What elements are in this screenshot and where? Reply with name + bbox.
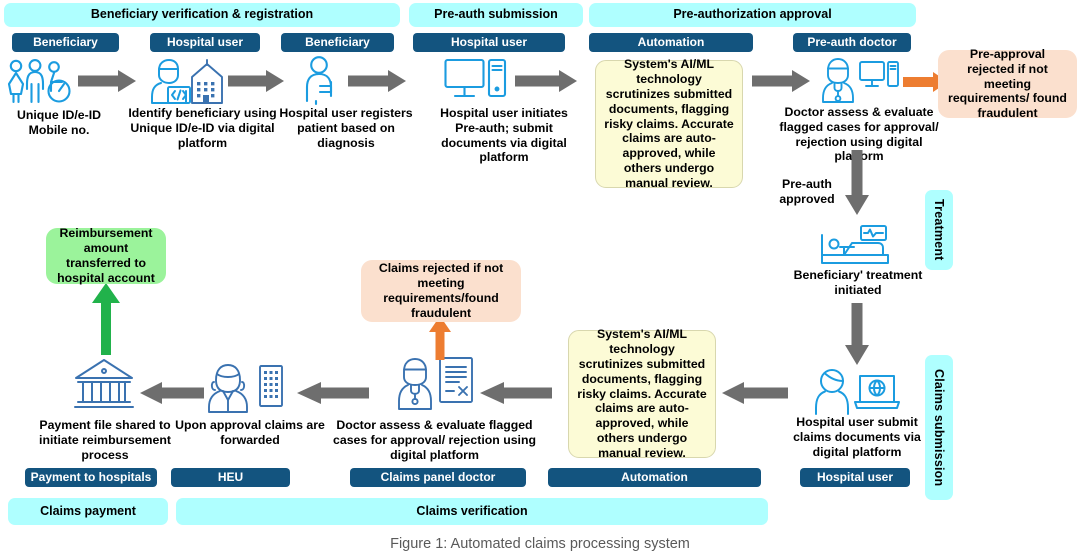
role-chip-hospital-user-2: Hospital user (413, 33, 565, 52)
phase-band-treatment: Treatment (925, 190, 953, 270)
role-chip-payment-to-hospitals: Payment to hospitals (25, 468, 157, 487)
phase-band-preauth-submission: Pre-auth submission (409, 3, 583, 27)
flow-arrow-right-4 (515, 70, 577, 92)
step-caption-payment-file-shared: Payment file shared to initiate reimburs… (39, 418, 171, 462)
injured-patient-icon (298, 56, 346, 106)
callout-reimbursement-transferred: Reimbursement amount transferred to hosp… (46, 226, 166, 285)
step-caption-submit-claims: Hospital user submit claims documents vi… (793, 415, 921, 459)
role-chip-hospital-user-1: Hospital user (150, 33, 260, 52)
role-chip-claims-panel-doctor: Claims panel doctor (350, 468, 526, 487)
flow-arrow-left-3 (297, 382, 369, 404)
step-caption-unique-id: Unique ID/e-ID Mobile no. (16, 108, 102, 137)
role-chip-heu: HEU (171, 468, 290, 487)
flow-arrow-right-rejected-preauth (903, 72, 948, 92)
callout-claims-rejected: Claims rejected if not meeting requireme… (361, 260, 521, 322)
flow-arrow-right-3 (348, 70, 406, 92)
user-with-laptop-icon (812, 368, 900, 415)
flow-arrow-right-5 (752, 70, 810, 92)
role-chip-preauth-doctor: Pre-auth doctor (793, 33, 911, 52)
doctor-with-document-icon (396, 355, 474, 411)
role-chip-automation-1: Automation (589, 33, 753, 52)
role-chip-beneficiary-2: Beneficiary (281, 33, 394, 52)
flow-arrow-right-2 (228, 70, 284, 92)
flow-arrow-left-1 (722, 382, 788, 404)
flow-arrow-right-1 (78, 70, 136, 92)
phase-band-claims-verification: Claims verification (176, 498, 768, 525)
phase-band-preauth-approval: Pre-authorization approval (589, 3, 916, 27)
figure-caption: Figure 1: Automated claims processing sy… (390, 536, 690, 552)
people-group-icon (4, 58, 72, 104)
role-chip-beneficiary-1: Beneficiary (12, 33, 119, 52)
callout-automation-ai-ml-claims: System's AI/ML technology scrutinizes su… (568, 327, 716, 460)
officer-with-building-icon (206, 360, 286, 413)
flow-arrow-down-to-claims (845, 303, 869, 365)
phase-band-claims-payment: Claims payment (8, 498, 168, 525)
hospital-bed-icon (818, 225, 898, 267)
flow-arrow-left-2 (480, 382, 552, 404)
role-chip-automation-2: Automation (548, 468, 761, 487)
step-caption-treatment-initiated: Beneficiary' treatment initiated (793, 268, 923, 297)
phase-band-claims-submission: Claims submission (925, 355, 953, 500)
callout-automation-ai-ml-preauth: System's AI/ML technology scrutinizes su… (595, 57, 743, 190)
step-caption-doctor-assess-claims: Doctor assess & evaluate flagged cases f… (333, 418, 536, 462)
flow-arrow-up-reimbursement (92, 283, 120, 355)
phase-band-beneficiary-verification: Beneficiary verification & registration (4, 3, 400, 27)
desktop-computer-icon (444, 58, 507, 104)
flow-arrow-down-preauth-approved (845, 150, 869, 215)
hospital-user-icon (148, 57, 226, 105)
flow-arrow-up-claims-rejected (429, 316, 451, 360)
doctor-with-monitor-icon (820, 56, 900, 104)
step-caption-claims-forwarded: Upon approval claims are forwarded (175, 418, 325, 447)
bank-icon (74, 358, 134, 412)
step-caption-initiate-preauth: Hospital user initiates Pre-auth; submit… (440, 106, 568, 165)
arrow-label-preauth-approved: Pre-auth approved (779, 177, 835, 206)
step-caption-doctor-assess-preauth: Doctor assess & evaluate flagged cases f… (779, 105, 939, 163)
step-caption-identify-beneficiary: Identify beneficiary using Unique ID/e-I… (128, 106, 277, 150)
role-chip-hospital-user-3: Hospital user (800, 468, 910, 487)
step-caption-register-patient: Hospital user registers patient based on… (279, 106, 413, 150)
callout-preapproval-rejected: Pre-approval rejected if not meeting req… (938, 47, 1077, 120)
flow-arrow-left-4 (140, 382, 204, 404)
